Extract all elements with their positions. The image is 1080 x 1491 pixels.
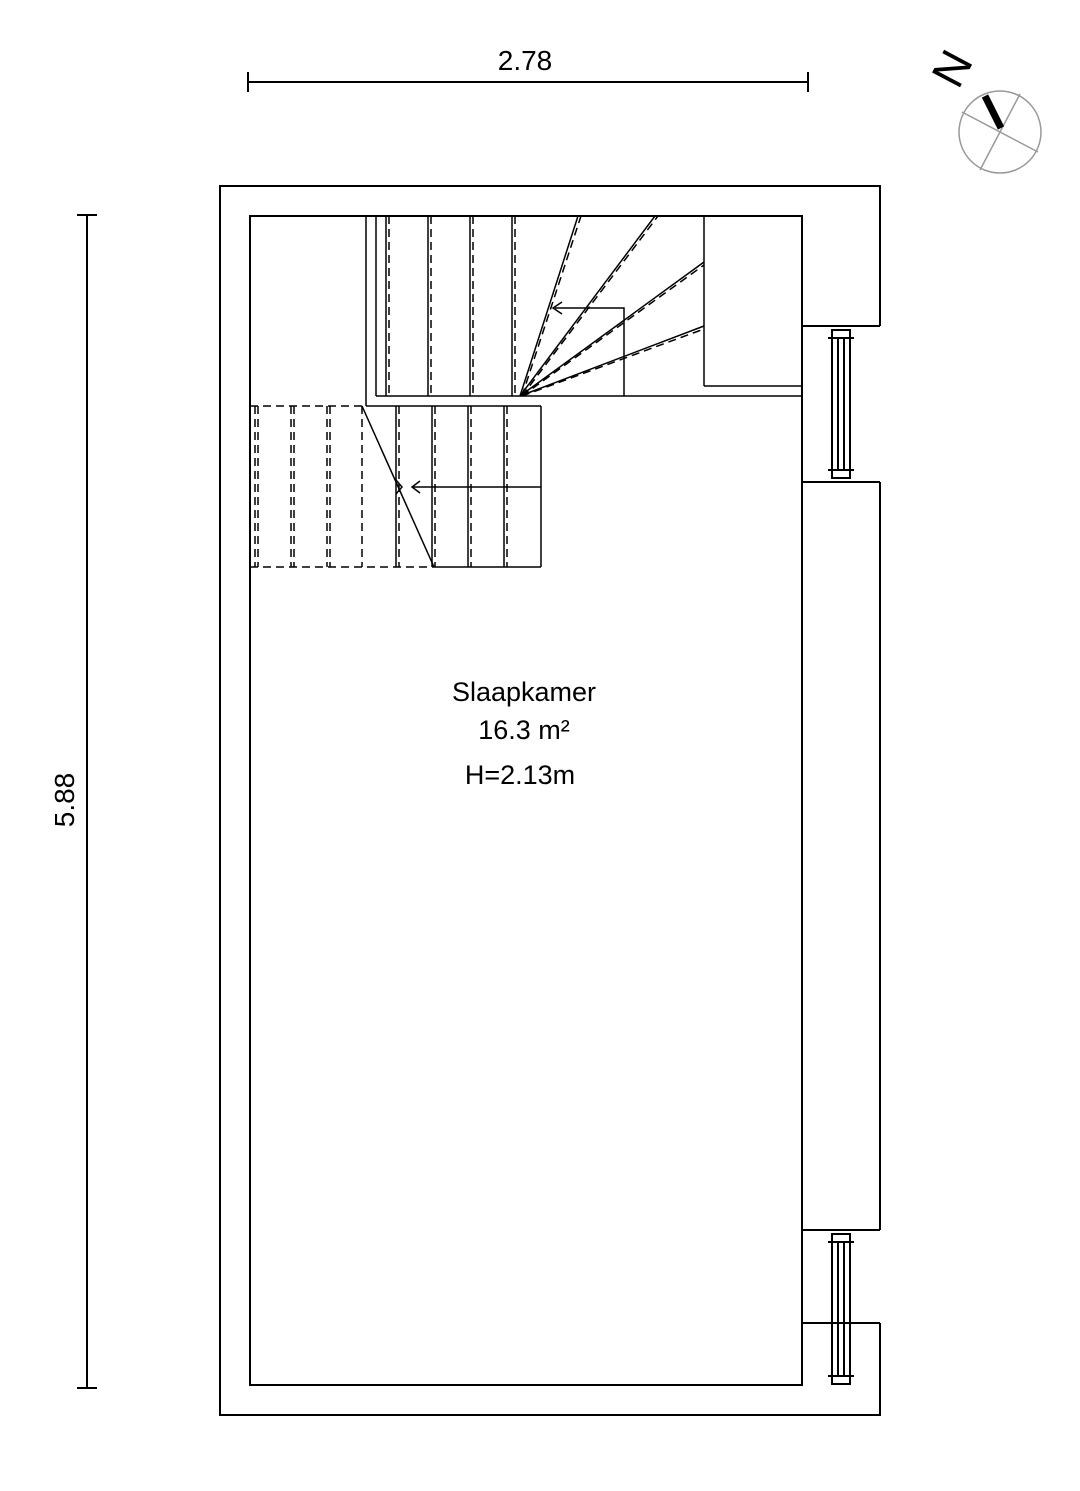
- window-bottom: [828, 1233, 854, 1385]
- room-name: Slaapkamer: [452, 677, 596, 707]
- walls: [219, 185, 881, 1416]
- room-height: H=2.13m: [465, 760, 575, 790]
- width-dimension-label: 2.78: [498, 45, 553, 76]
- compass-north-label: N: [921, 42, 983, 96]
- length-dimension-label: 5.88: [49, 773, 80, 828]
- staircase: [250, 215, 802, 568]
- length-dimension: [77, 214, 97, 1389]
- room-area: 16.3 m²: [478, 715, 570, 745]
- width-dimension: [247, 72, 809, 92]
- window-top: [828, 329, 854, 479]
- compass-icon: [958, 90, 1042, 174]
